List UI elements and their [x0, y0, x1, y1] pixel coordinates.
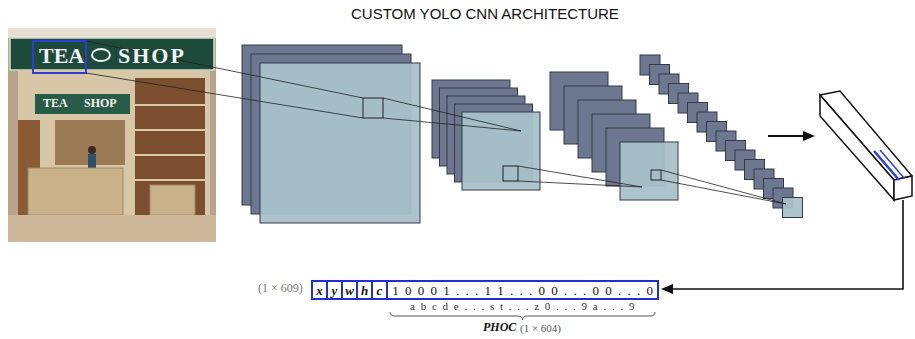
flow-arrow	[768, 135, 804, 137]
alphabet-row: a b c d e . . . s t . . . z 0 . . . 9 a …	[410, 300, 635, 313]
detection-box	[33, 41, 86, 73]
output-tensor	[820, 95, 894, 200]
receptive-field	[363, 98, 383, 118]
inner-sign	[35, 94, 130, 114]
bit-string: 1 0 0 0 1 . . . 1 1 . . . 0 0 . . . 0 0 …	[392, 284, 653, 297]
arrow-head	[661, 284, 673, 294]
sign-text: TEA	[39, 43, 84, 68]
brace	[390, 312, 655, 320]
projection-line	[661, 180, 786, 204]
cell-letter: w	[345, 284, 354, 297]
output-tensor	[894, 176, 912, 200]
projection-line	[661, 170, 786, 204]
feature-map	[620, 142, 678, 200]
diagram-title: CUSTOM YOLO CNN ARCHITECTURE	[351, 5, 619, 22]
phoc-label: PHOC	[483, 321, 516, 335]
shop-interior	[18, 70, 210, 220]
leader-line	[671, 200, 903, 289]
dimension-label: (1 × 604)	[520, 322, 561, 335]
projection-line	[518, 181, 642, 187]
cell-letter: y	[332, 284, 338, 297]
cell-letter: h	[361, 284, 368, 297]
cell-letter: x	[316, 284, 323, 297]
projection-line	[518, 166, 642, 187]
sign-text: SHOP	[84, 97, 117, 111]
feature-map	[260, 63, 420, 223]
shop-sign	[10, 38, 214, 70]
cup-icon	[92, 49, 110, 61]
cell-letter: c	[377, 284, 383, 297]
projection-line	[86, 41, 363, 98]
sign-text: TEA	[43, 97, 68, 111]
dimension-label: (1 × 609)	[258, 282, 303, 296]
projection-line	[86, 73, 363, 118]
receptive-field	[503, 166, 518, 181]
projection-line	[383, 118, 521, 131]
phoc-bits: 1 0 0 0 1 . . . 1 1 . . . 0 0 . . . 0 0 …	[386, 280, 659, 300]
feature-map	[783, 198, 803, 218]
shelf-line	[135, 104, 205, 106]
photo-ground	[8, 28, 216, 242]
counter	[28, 168, 123, 215]
photo-ceiling	[8, 28, 216, 38]
sign-text: SHOP	[118, 43, 186, 68]
shelf-line	[135, 179, 205, 181]
receptive-field	[651, 170, 661, 180]
floor	[8, 215, 216, 242]
person	[88, 154, 96, 168]
shelf-right	[135, 78, 205, 218]
person	[88, 146, 96, 154]
tensor-cell	[874, 151, 899, 180]
feature-map	[462, 112, 540, 190]
projection-line	[383, 98, 521, 131]
shelf-line	[135, 154, 205, 156]
tensor-cell	[880, 150, 904, 178]
shelf-line	[135, 129, 205, 131]
counter	[150, 185, 195, 215]
arrow-head	[803, 131, 815, 141]
